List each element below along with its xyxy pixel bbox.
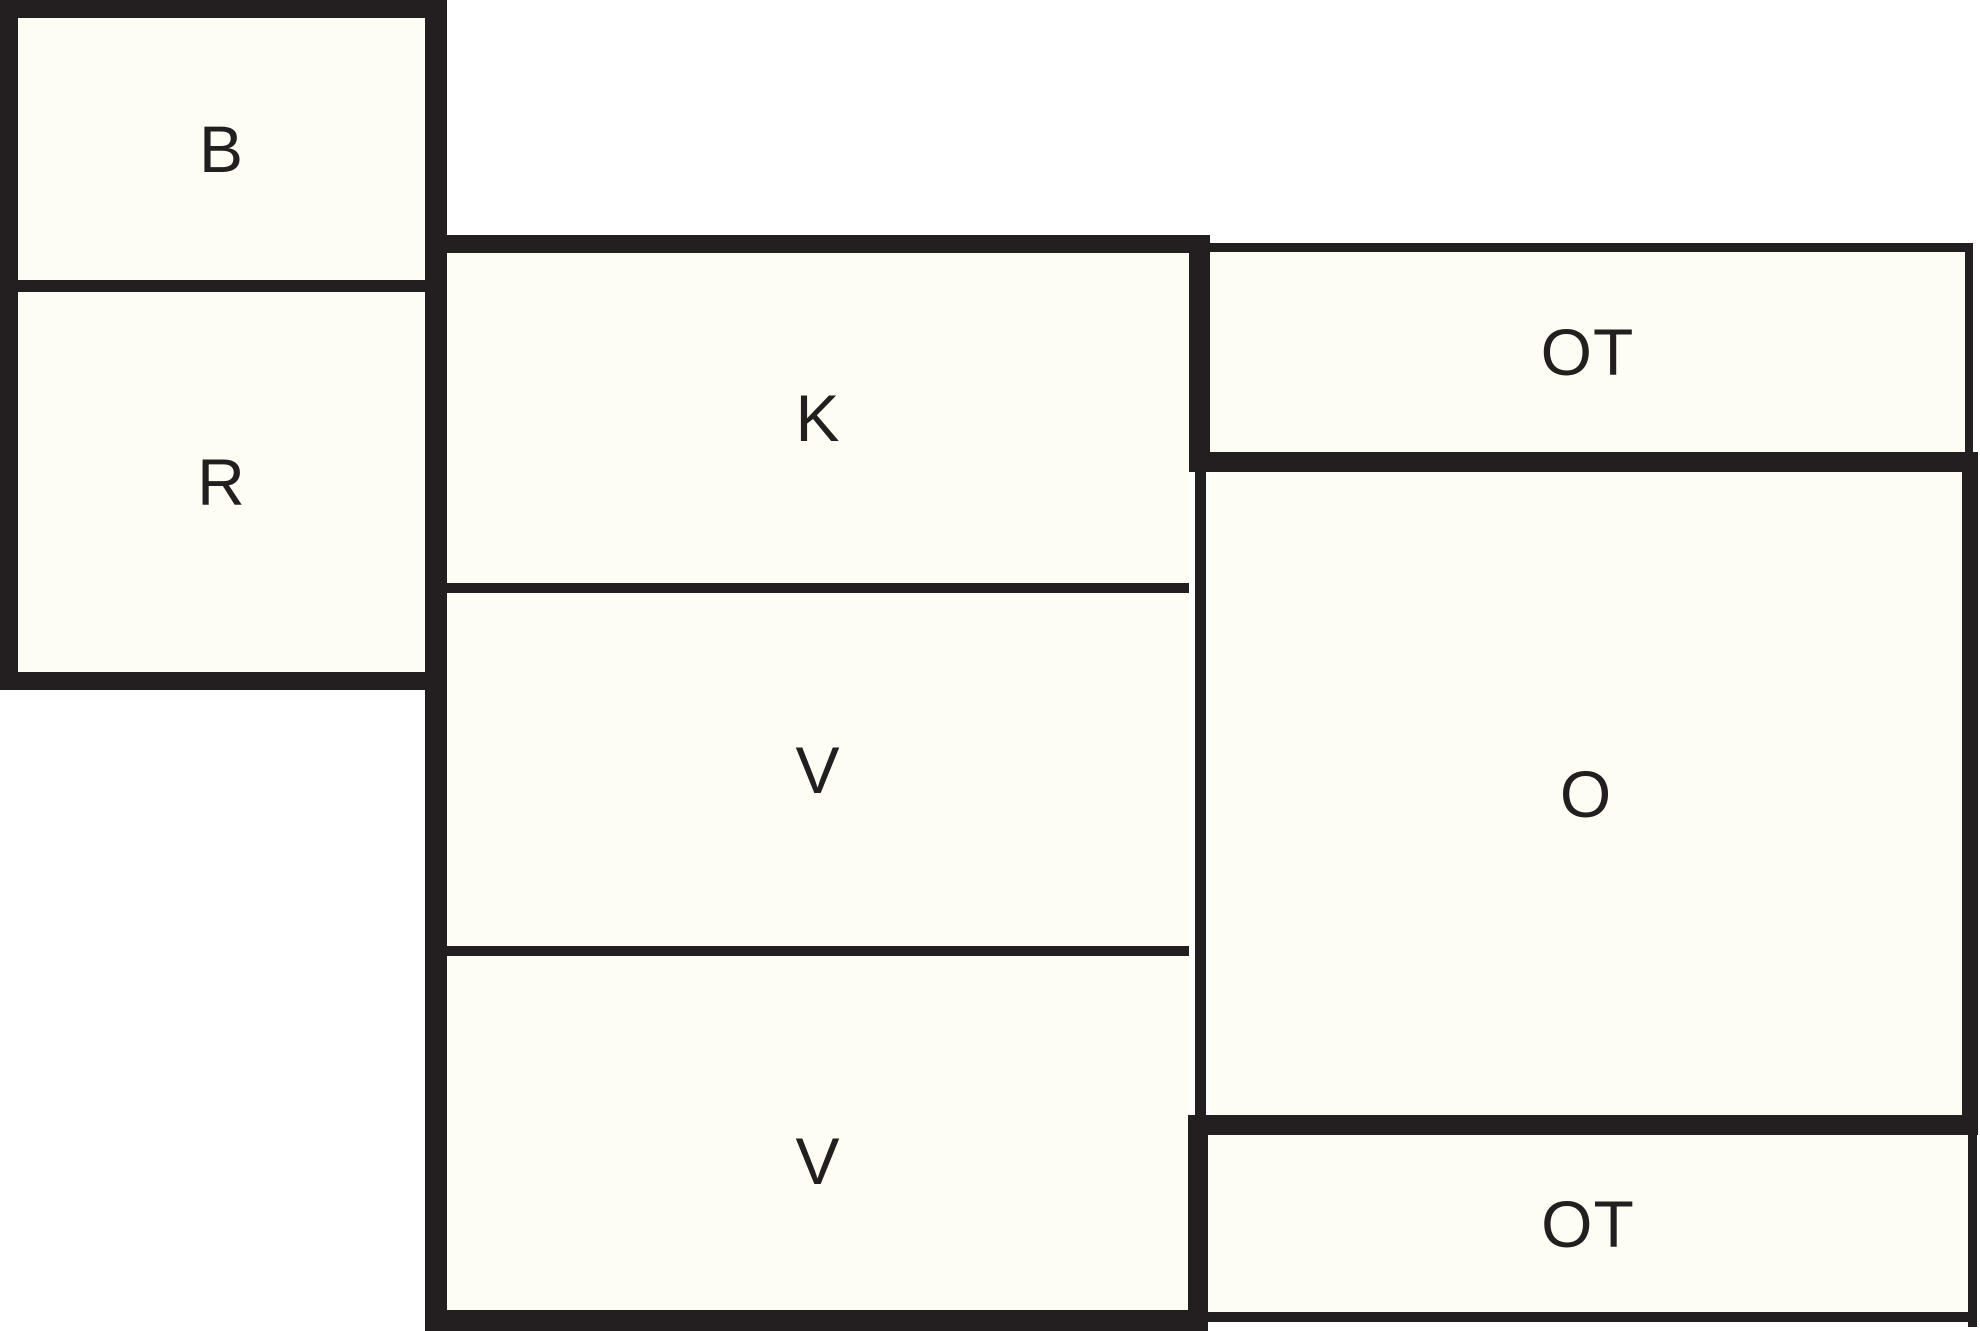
room-V-middle: V — [447, 593, 1189, 946]
room-B: B — [18, 18, 425, 280]
room-V-bottom: V — [447, 956, 1189, 1310]
wall-OT-O-divider — [1189, 452, 1978, 472]
wall-V-OT-vertical-thick — [1188, 1115, 1208, 1331]
room-OT-bottom: OT — [1208, 1135, 1968, 1312]
wall-center-vertical — [425, 0, 447, 1331]
wall-OT-bottom-bottom — [1208, 1312, 1977, 1322]
wall-K-V-divider — [447, 583, 1189, 593]
wall-left-outer — [0, 0, 18, 690]
room-V-bottom-label: V — [795, 1124, 841, 1198]
wall-OT-top-top — [1210, 243, 1973, 252]
wall-V-O-vertical-thin — [1195, 472, 1206, 1115]
room-OT-top: OT — [1210, 252, 1965, 452]
wall-OT-bottom-right — [1968, 1135, 1977, 1327]
room-V-middle-label: V — [795, 732, 841, 807]
room-K-label: K — [795, 381, 841, 455]
wall-B-top — [0, 0, 447, 18]
room-R-label: R — [197, 445, 246, 519]
wall-V-bottom — [425, 1310, 1208, 1331]
room-O-label: O — [1559, 756, 1613, 831]
wall-K-OT-vertical-thick — [1189, 235, 1210, 472]
room-O: O — [1210, 472, 1962, 1115]
room-B-label: B — [198, 112, 245, 186]
room-K: K — [447, 253, 1189, 583]
room-OT-bottom-label: OT — [1541, 1186, 1635, 1261]
wall-O-right — [1962, 452, 1978, 1135]
wall-OT-top-right — [1965, 243, 1973, 452]
wall-R-bottom — [0, 672, 447, 690]
wall-K-top — [425, 235, 1210, 253]
room-OT-top-label: OT — [1540, 315, 1635, 389]
wall-B-R-divider — [0, 280, 447, 292]
wall-O-OT-divider — [1188, 1115, 1978, 1135]
room-R: R — [18, 292, 425, 672]
wall-V-V-divider — [447, 946, 1189, 956]
